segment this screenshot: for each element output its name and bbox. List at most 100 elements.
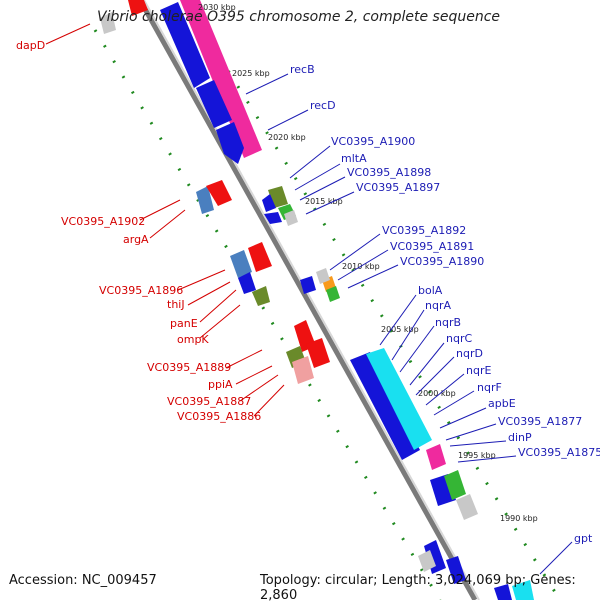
leader-line bbox=[337, 249, 389, 281]
right-label-texts: recB recD VC0395_A1900 mltA VC0395_A1898… bbox=[290, 63, 600, 545]
gene-label-right[interactable]: dinP bbox=[508, 431, 532, 444]
gene-label-left[interactable]: VC0395_A1887 bbox=[167, 395, 251, 408]
gene-label-right[interactable]: recD bbox=[310, 99, 336, 112]
gene-label-right[interactable]: VC0395_A1900 bbox=[331, 135, 415, 148]
leader-line bbox=[409, 342, 445, 386]
gene-cyan-nqr[interactable] bbox=[366, 348, 432, 450]
gene-label-right[interactable]: VC0395_A1877 bbox=[498, 415, 582, 428]
gene-label-right[interactable]: VC0395_A1897 bbox=[356, 181, 440, 194]
forward-strand-genes bbox=[160, 0, 534, 600]
leader-line bbox=[294, 163, 341, 191]
outer-dotted-guide bbox=[188, 9, 562, 600]
gene-forward-10[interactable] bbox=[494, 584, 512, 600]
gene-label-right[interactable]: nqrC bbox=[446, 332, 472, 345]
leader-line bbox=[415, 356, 455, 396]
leader-line bbox=[445, 423, 497, 441]
inner-dotted-guide bbox=[93, 29, 442, 600]
leader-line bbox=[439, 407, 487, 429]
gene-dapD-block[interactable] bbox=[128, 0, 148, 16]
gene-label-right[interactable]: apbE bbox=[488, 397, 516, 410]
gene-label-left[interactable]: ppiA bbox=[208, 378, 233, 391]
gene-label-right[interactable]: mltA bbox=[341, 152, 367, 165]
gene-label-left[interactable]: VC0395_A1889 bbox=[147, 361, 231, 374]
gene-label-right[interactable]: VC0395_A1892 bbox=[382, 224, 466, 237]
leader-line bbox=[449, 440, 507, 447]
gene-forward-1[interactable] bbox=[160, 2, 210, 88]
gene-green-3[interactable] bbox=[444, 470, 466, 500]
gene-forward-8[interactable] bbox=[424, 540, 446, 574]
kbp-scale: 2030 kbp 2025 kbp 2020 kbp 2015 kbp 2010… bbox=[198, 3, 538, 523]
gene-grey-1[interactable] bbox=[284, 210, 298, 226]
gene-label-left[interactable]: dapD bbox=[16, 39, 45, 52]
gene-label-right[interactable]: nqrA bbox=[425, 299, 451, 312]
topology-summary: Topology: circular; Length: 3,024,069 bp… bbox=[260, 573, 576, 603]
left-label-texts: dapD VC0395_A1902 argA VC0395_A1896 thiJ… bbox=[16, 39, 261, 423]
leader-line bbox=[177, 269, 226, 291]
gene-forward-5[interactable] bbox=[264, 212, 282, 224]
gene-forward-nqr[interactable] bbox=[350, 352, 420, 460]
gene-label-left[interactable]: VC0395_A1886 bbox=[177, 410, 261, 423]
gene-recB-block[interactable] bbox=[180, 0, 262, 158]
gene-steel-1[interactable] bbox=[196, 186, 214, 214]
leader-line bbox=[457, 455, 517, 463]
gene-label-left[interactable]: VC0395_A1902 bbox=[61, 215, 145, 228]
leader-line bbox=[425, 373, 465, 406]
gene-pink-1[interactable] bbox=[292, 356, 314, 384]
gene-label-right[interactable]: VC0395_A1898 bbox=[347, 166, 431, 179]
gene-red-1[interactable] bbox=[206, 180, 232, 206]
gene-grey-4[interactable] bbox=[418, 550, 436, 572]
leader-line bbox=[199, 289, 237, 323]
gene-label-left[interactable]: panE bbox=[170, 317, 198, 330]
gene-label-left[interactable]: argA bbox=[123, 233, 149, 246]
gene-grey-left-1[interactable] bbox=[100, 12, 116, 34]
gene-forward-4[interactable] bbox=[262, 194, 276, 212]
leader-line bbox=[245, 73, 289, 95]
gene-label-right[interactable]: VC0395_A1891 bbox=[390, 240, 474, 253]
leader-line bbox=[225, 349, 263, 369]
gene-red-2[interactable] bbox=[248, 242, 272, 272]
gene-label-right[interactable]: recB bbox=[290, 63, 315, 76]
leader-line bbox=[139, 199, 181, 221]
gene-olive-2[interactable] bbox=[252, 286, 270, 306]
gene-label-right[interactable]: bolA bbox=[418, 284, 443, 297]
gene-label-right[interactable]: VC0395_A1875 bbox=[518, 446, 600, 459]
gene-label-left[interactable]: VC0395_A1896 bbox=[99, 284, 183, 297]
gene-label-left[interactable]: ompK bbox=[177, 333, 209, 346]
chromosome-backbone bbox=[137, 0, 478, 600]
gene-red-4[interactable] bbox=[306, 338, 330, 368]
leader-line bbox=[187, 281, 231, 306]
backbone-highlight bbox=[143, 0, 480, 600]
kbp-tick: 2025 kbp bbox=[232, 69, 270, 78]
gene-cyan-2[interactable] bbox=[512, 580, 534, 600]
gene-forward-2[interactable] bbox=[196, 80, 232, 128]
gene-forward-9[interactable] bbox=[446, 556, 466, 584]
leader-line bbox=[539, 541, 573, 575]
gene-steel-2[interactable] bbox=[230, 250, 252, 278]
leader-line bbox=[199, 304, 241, 339]
gene-label-right[interactable]: nqrD bbox=[456, 347, 483, 360]
accession-text: Accession: NC_009457 bbox=[9, 573, 157, 588]
left-gene-labels bbox=[45, 23, 285, 417]
gene-green-2[interactable] bbox=[326, 286, 340, 302]
gene-label-left[interactable]: thiJ bbox=[167, 298, 185, 311]
kbp-tick: 1995 kbp bbox=[458, 451, 496, 460]
gene-forward-6[interactable] bbox=[300, 276, 316, 294]
gene-grey-2[interactable] bbox=[316, 268, 330, 284]
leader-line bbox=[45, 23, 91, 45]
gene-forward-3[interactable] bbox=[216, 122, 244, 164]
gene-label-right[interactable]: nqrE bbox=[466, 364, 491, 377]
reverse-strand-genes bbox=[100, 0, 330, 384]
kbp-tick: 2000 kbp bbox=[418, 389, 456, 398]
gene-grey-3[interactable] bbox=[456, 494, 478, 520]
leader-line bbox=[399, 325, 435, 373]
gene-forward-left[interactable] bbox=[238, 272, 256, 294]
leader-line bbox=[267, 109, 309, 131]
leader-line bbox=[379, 294, 417, 346]
gene-label-right[interactable]: nqrF bbox=[477, 381, 502, 394]
leader-line bbox=[253, 384, 285, 417]
gene-label-right[interactable]: gpt bbox=[574, 532, 593, 545]
leader-line bbox=[235, 365, 273, 385]
gene-label-right[interactable]: VC0395_A1890 bbox=[400, 255, 484, 268]
gene-label-right[interactable]: nqrB bbox=[435, 316, 461, 329]
gene-magenta-2[interactable] bbox=[426, 444, 446, 470]
